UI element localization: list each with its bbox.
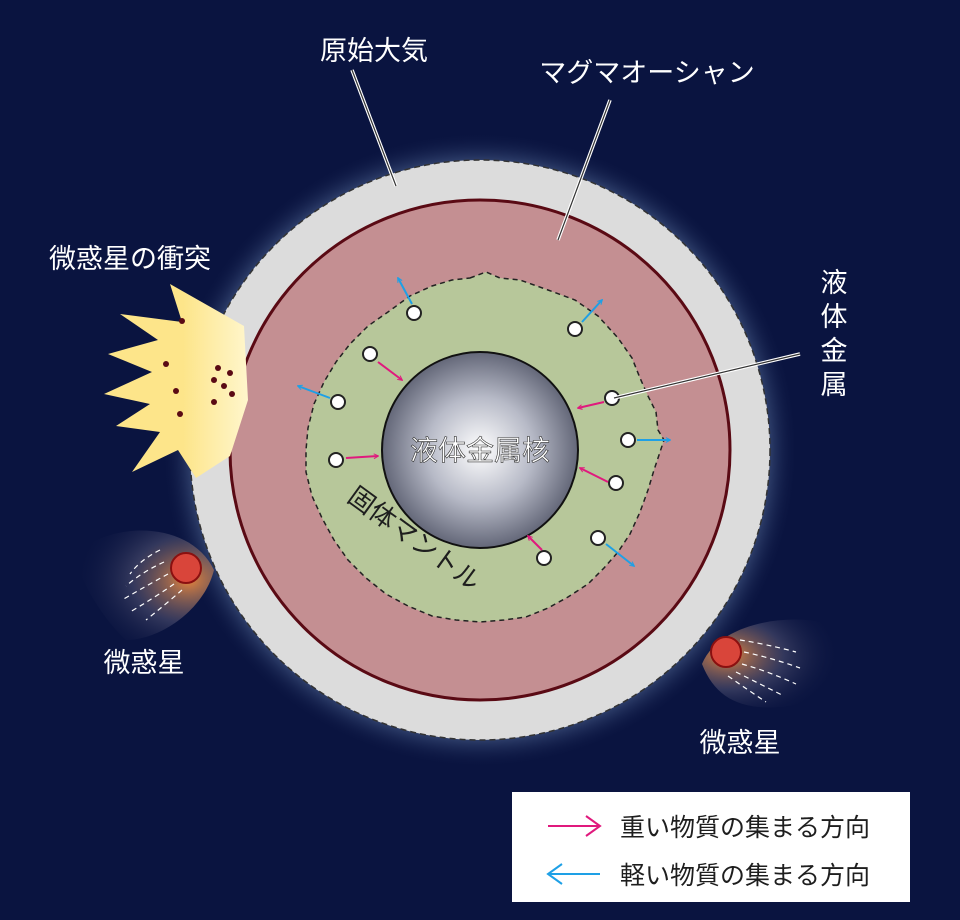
pink-arrow-icon (345, 456, 378, 458)
label-liquid-metal-4: 属 (821, 370, 848, 401)
pink-arrow-icon (528, 536, 543, 551)
impact-debris (211, 399, 217, 405)
metal-droplet (620, 432, 636, 448)
label-atmosphere: 原始大気 (320, 36, 428, 67)
label-magma-ocean: マグマオーシャン (539, 58, 754, 89)
impact-debris (177, 411, 183, 417)
label-liquid-metal-1: 液 (821, 268, 848, 299)
blue-arrow-icon (298, 386, 331, 399)
planetesimal-right (710, 636, 742, 668)
legend-light-label: 軽い物質の集まる方向 (620, 861, 870, 890)
legend-light-arrow (546, 863, 600, 885)
metal-droplet (330, 394, 346, 410)
metal-droplet (536, 550, 552, 566)
label-liquid-metal-2: 体 (821, 302, 848, 333)
leader-lines-inner (351, 69, 801, 399)
liquid-metal-leader-inner (613, 353, 801, 399)
impact-debris (163, 361, 169, 367)
speed-lines-right (727, 639, 801, 703)
atmosphere-leader-inner (351, 69, 397, 187)
impact-burst (104, 284, 248, 478)
metal-droplet (362, 346, 378, 362)
metal-droplet (608, 475, 624, 491)
impact-debris (227, 370, 233, 376)
label-impact: 微惑星の衝突 (49, 244, 211, 275)
magma-leader-inner (557, 99, 611, 241)
label-liquid-metal-3: 金 (821, 336, 848, 367)
pink-arrow-icon (377, 361, 402, 380)
light-material-arrows (298, 278, 670, 566)
legend-heavy-label: 重い物質の集まる方向 (620, 813, 870, 842)
legend-box (512, 792, 910, 902)
impact-debris (215, 365, 221, 371)
blue-arrow-icon (397, 278, 413, 305)
speed-lines-left (121, 549, 183, 621)
label-planetesimal-left: 微惑星 (104, 648, 185, 679)
metal-droplet (567, 321, 583, 337)
blue-arrow-icon (581, 300, 602, 323)
impact-debris (221, 383, 227, 389)
heavy-material-arrows (345, 361, 609, 551)
planetesimal-left (170, 552, 202, 584)
pink-arrow-icon (580, 467, 609, 483)
blue-arrow-icon (605, 543, 634, 566)
metal-droplet (590, 530, 606, 546)
metal-droplet (328, 452, 344, 468)
metal-droplet (406, 305, 422, 321)
label-core: 液体金属核 (410, 434, 550, 467)
impact-debris (211, 377, 217, 383)
legend: 重い物質の集まる方向 軽い物質の集まる方向 (512, 792, 910, 902)
pink-arrow-icon (578, 401, 605, 408)
label-planetesimal-right: 微惑星 (700, 728, 781, 759)
impact-debris (179, 318, 185, 324)
impact-debris (229, 391, 235, 397)
impact-debris (173, 388, 179, 394)
legend-heavy-arrow (548, 815, 602, 837)
metal-droplets (328, 305, 636, 566)
liquid-metal-core (381, 351, 579, 549)
